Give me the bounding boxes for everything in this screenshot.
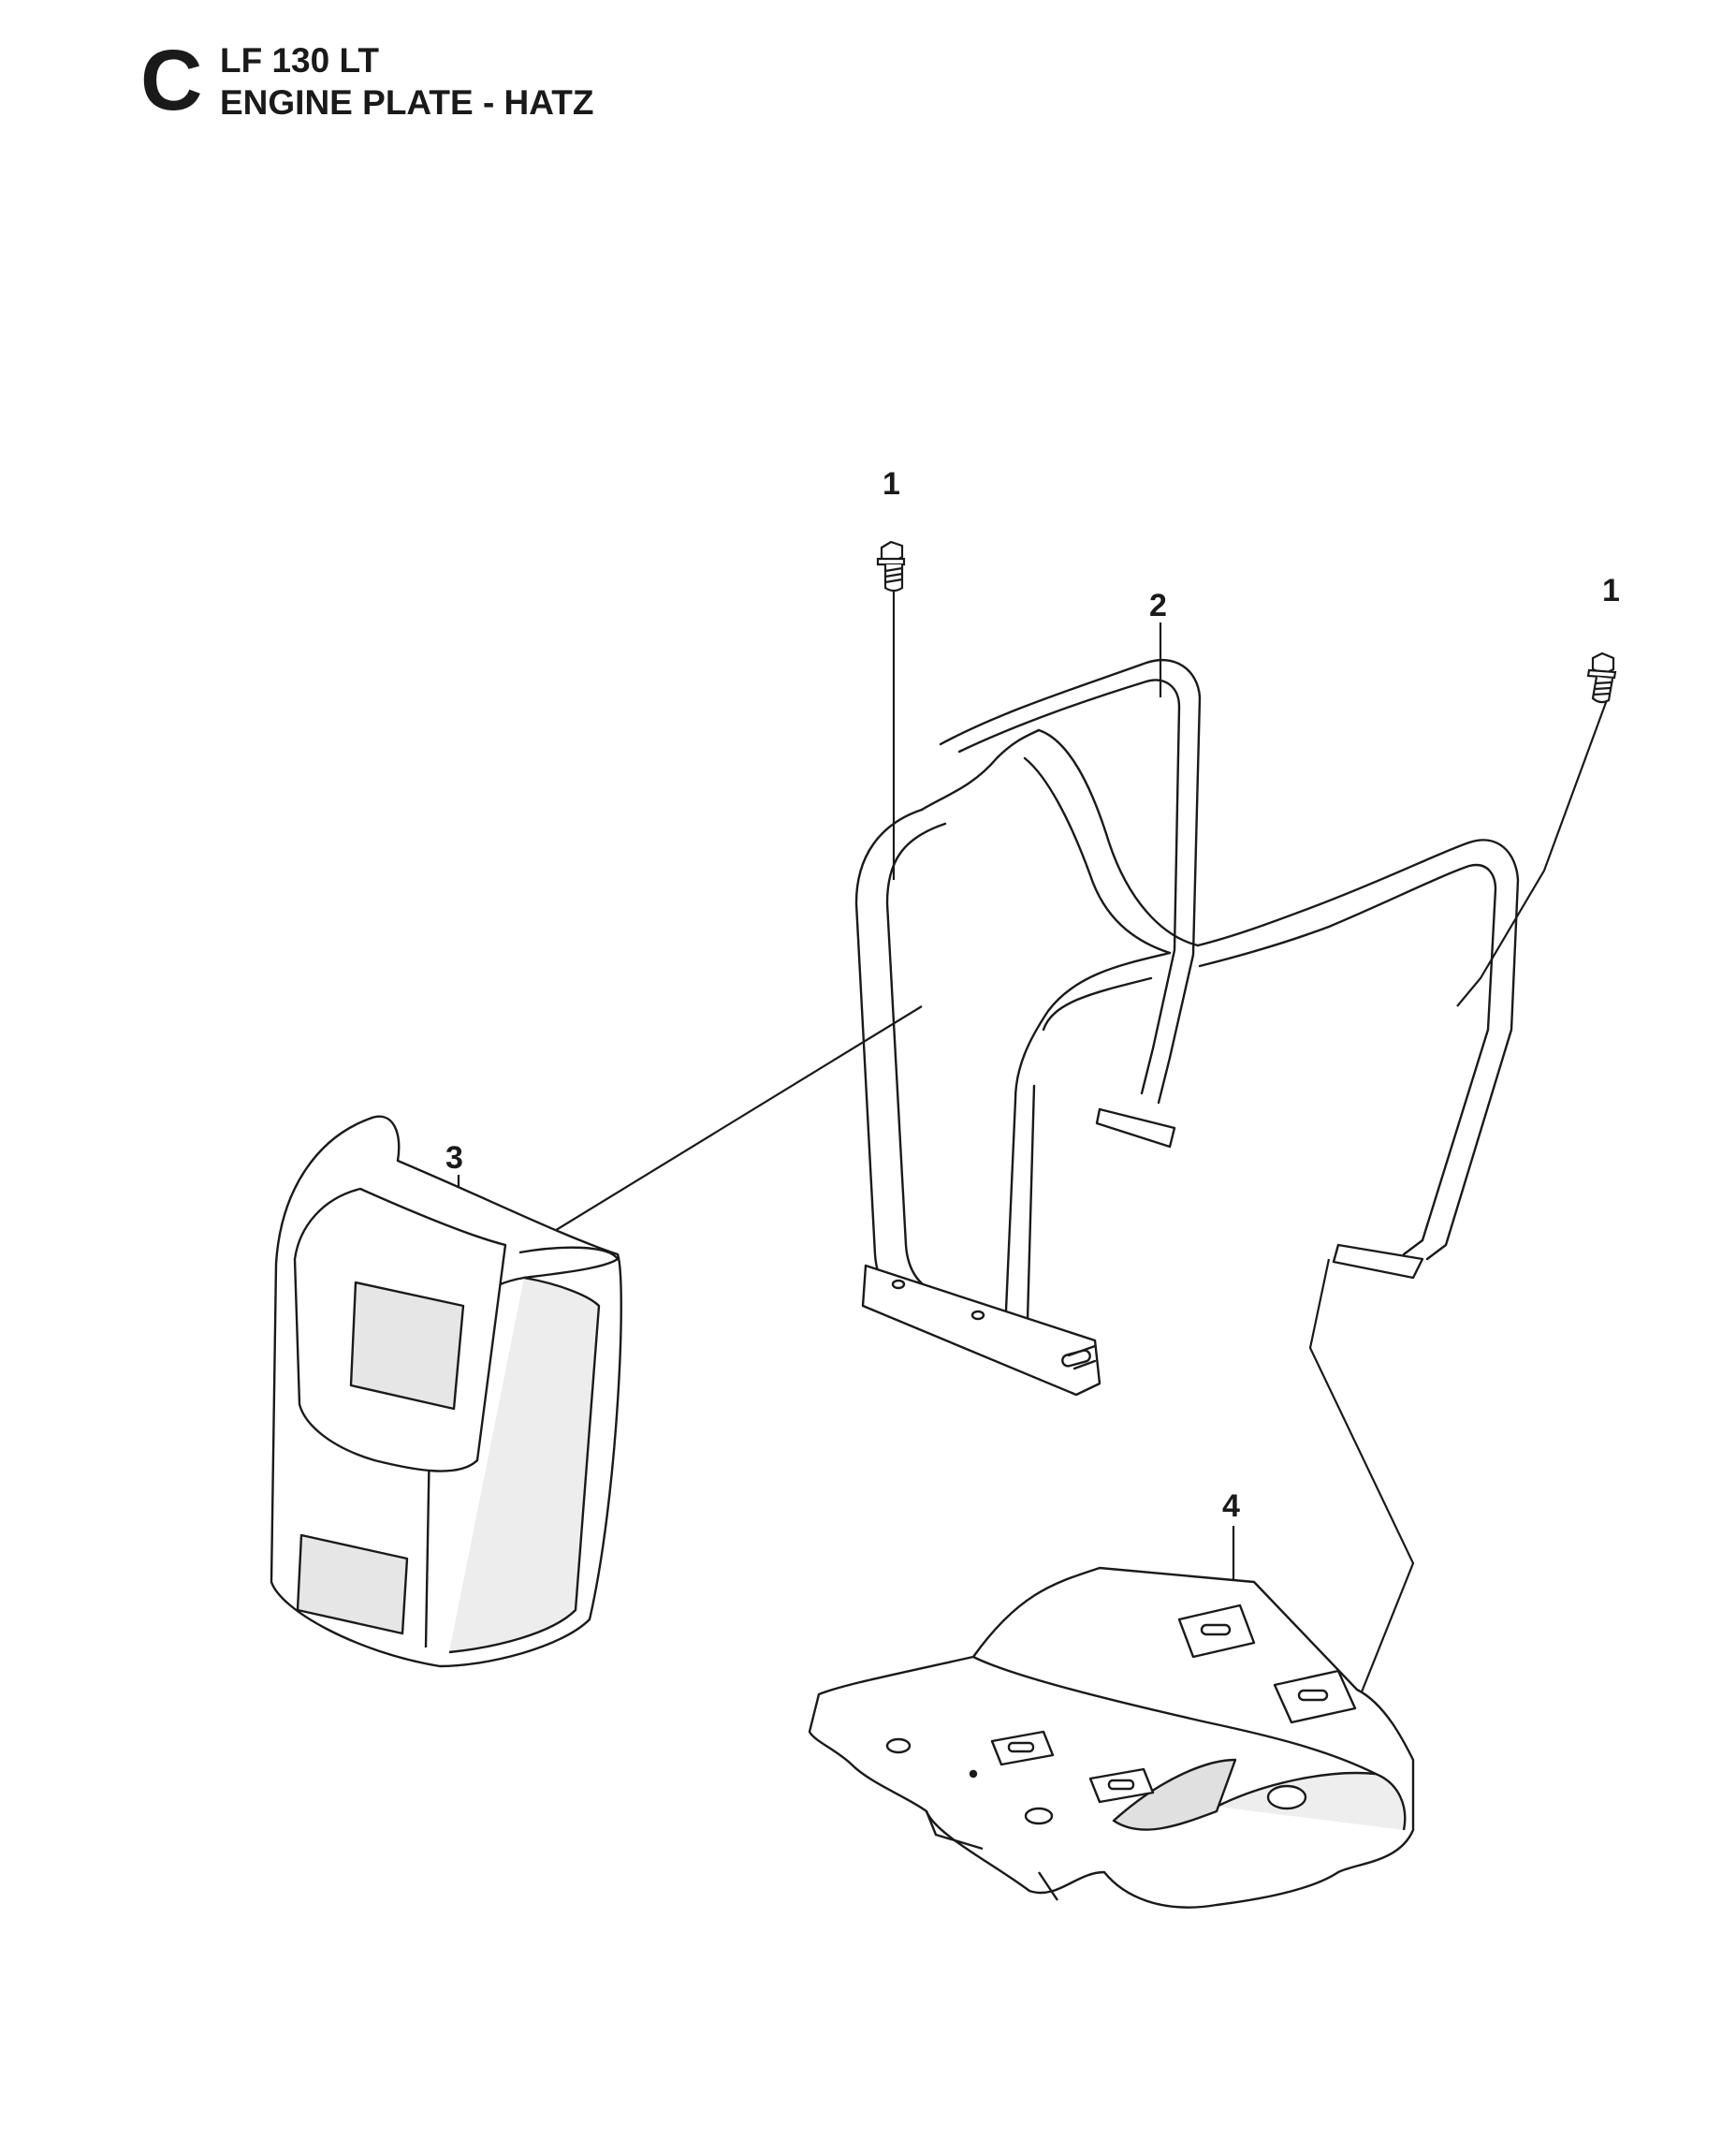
callout-labels: 1 1 2 3 4 — [445, 466, 1620, 1524]
section-letter: C — [140, 33, 203, 128]
leader-cover-to-handle — [518, 1005, 923, 1253]
leader-handle-to-plate — [1308, 1258, 1415, 1705]
cover-icon — [270, 1115, 622, 1668]
bolt-left-icon — [876, 540, 906, 593]
callout-bolt-left: 1 — [883, 466, 900, 502]
section-title: ENGINE PLATE - HATZ — [220, 83, 594, 122]
bolt-right-icon — [1586, 652, 1617, 704]
callout-engine-plate: 4 — [1222, 1488, 1240, 1524]
model-title: LF 130 LT — [220, 41, 379, 80]
engine-plate-icon — [808, 1566, 1415, 1909]
page-header: C LF 130 LT ENGINE PLATE - HATZ — [0, 0, 1736, 187]
handle-frame-icon — [854, 658, 1520, 1397]
callout-cover: 3 — [445, 1140, 463, 1176]
callout-handle-frame: 2 — [1149, 588, 1167, 623]
leader-bolt-right — [1456, 696, 1610, 1007]
callout-bolt-right: 1 — [1602, 573, 1620, 608]
